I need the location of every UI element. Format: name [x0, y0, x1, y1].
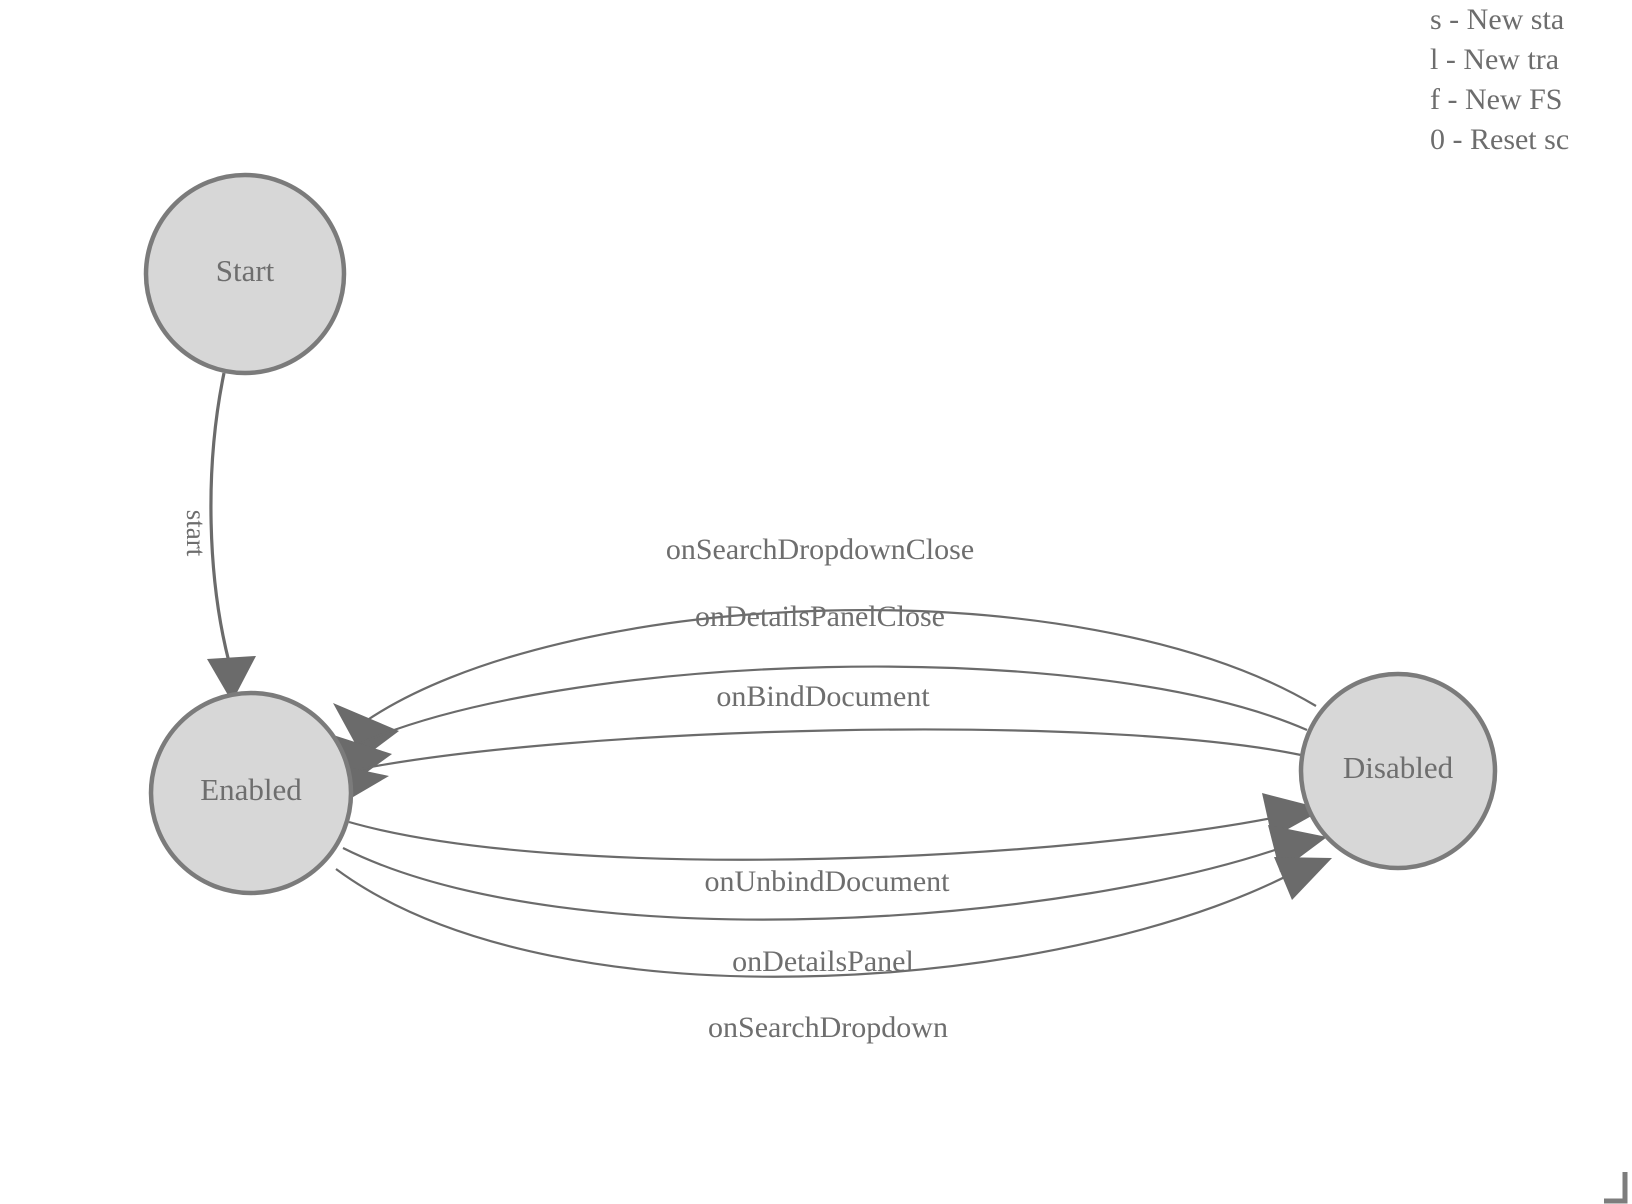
transition-onUnbindDocument[interactable]: onUnbindDocument [348, 793, 1324, 898]
edge-path-onSearchDropdownClose [362, 609, 1317, 724]
state-node-disabled-label: Disabled [1343, 750, 1454, 785]
state-node-start[interactable]: Start [143, 172, 347, 376]
resize-handle-corner[interactable] [1604, 1172, 1628, 1204]
edge-path-onBindDocument [349, 728, 1302, 773]
arrowhead-onSearchDropdown [1274, 857, 1332, 900]
transition-onSearchDropdownClose[interactable]: onSearchDropdownClose [333, 533, 1317, 758]
transition-onSearchDropdown[interactable]: onSearchDropdown [335, 857, 1332, 1044]
transition-label-onSearchDropdown: onSearchDropdown [708, 1011, 948, 1044]
transition-label-onSearchDropdownClose: onSearchDropdownClose [666, 533, 974, 566]
edge-path-start [209, 372, 231, 663]
resize-handle-corner-lines[interactable] [1604, 1172, 1628, 1204]
transition-onDetailsPanelClose[interactable]: onDetailsPanelClose [327, 600, 1308, 783]
state-node-start-circle[interactable] [143, 172, 347, 376]
transition-label-onBindDocument: onBindDocument [716, 680, 930, 713]
state-node-enabled[interactable]: Enabled [148, 690, 354, 896]
edge-path-onDetailsPanel [342, 838, 1304, 921]
arrowhead-onUnbindDocument [1262, 793, 1324, 838]
edge-path-onSearchDropdown [335, 862, 1312, 978]
arrowhead-onDetailsPanelClose [327, 733, 392, 783]
arrowhead-start [207, 656, 256, 702]
edge-path-onUnbindDocument [348, 811, 1298, 861]
transition-label-onDetailsPanelClose: onDetailsPanelClose [695, 600, 945, 633]
state-node-enabled-circle[interactable] [148, 690, 354, 896]
state-node-disabled-circle[interactable] [1298, 671, 1498, 871]
state-node-enabled-label: Enabled [200, 772, 302, 807]
state-node-disabled[interactable]: Disabled [1298, 671, 1498, 871]
transition-onBindDocument[interactable]: onBindDocument [323, 680, 1302, 800]
transition-label-onUnbindDocument: onUnbindDocument [705, 865, 951, 898]
state-node-start-label: Start [216, 253, 275, 288]
edge-path-onDetailsPanelClose [353, 665, 1308, 748]
transition-start[interactable]: start [181, 372, 256, 702]
arrowhead-onSearchDropdownClose [333, 703, 399, 758]
transition-label-start: start [181, 510, 211, 557]
